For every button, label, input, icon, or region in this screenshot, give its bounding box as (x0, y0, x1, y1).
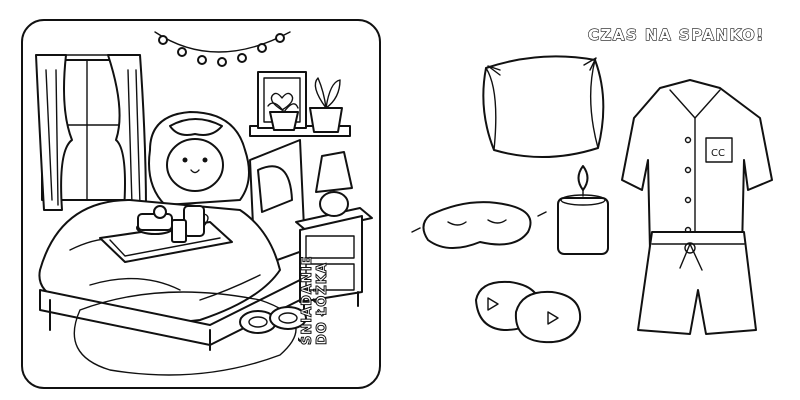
scene-frame (21, 19, 381, 389)
sleep-mask-icon (169, 118, 223, 136)
scene-label: ŚNIADANIE DO ŁÓŻKA (300, 255, 331, 346)
bedroom-scene (21, 19, 381, 389)
slippers-icon (475, 280, 582, 344)
candle-icon (557, 165, 609, 255)
rug-icon (73, 291, 297, 376)
scene-label-line1: ŚNIADANIE (300, 255, 316, 346)
scene-label-line2: DO ŁÓŻKA (315, 262, 331, 346)
bed-slippers-icon (239, 306, 307, 334)
pocket-monogram: CC (711, 148, 725, 159)
shelf-icon (249, 71, 351, 137)
lamp-icon (315, 151, 353, 217)
nightstand-icon (295, 151, 373, 315)
window-icon (35, 54, 147, 211)
breakfast-tray-icon (99, 205, 233, 263)
page-title: CZAS NA SPANKO! (587, 25, 765, 44)
pajama-shorts-icon (637, 231, 757, 335)
string-lights-icon (154, 31, 291, 67)
pajama-shirt-icon: CC (621, 79, 773, 251)
sleep-mask-icon-right (411, 201, 547, 249)
pillow-icon (482, 55, 605, 159)
